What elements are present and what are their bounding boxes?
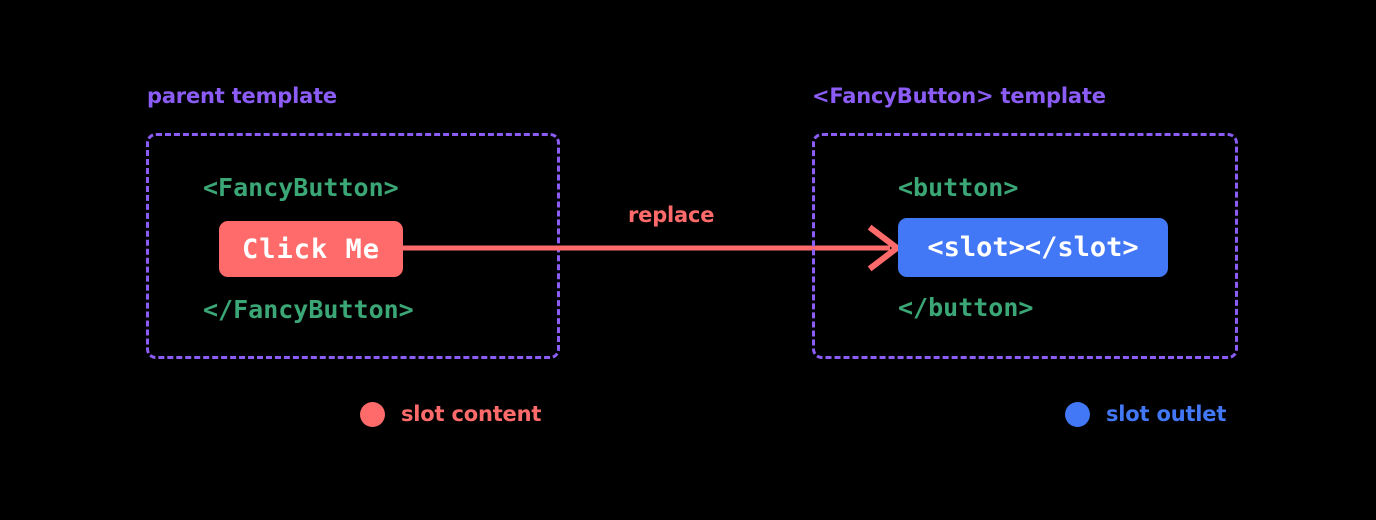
slot-outlet-chip[interactable]: <slot></slot> (898, 218, 1168, 277)
legend-label-slot-content: slot content (401, 402, 542, 426)
fancybutton-open-tag: <FancyButton> (203, 173, 399, 202)
legend-item-slot-content: slot content (360, 402, 541, 427)
replace-arrow-icon (400, 224, 902, 272)
button-close-tag: </button> (898, 293, 1034, 322)
button-open-tag: <button> (898, 173, 1019, 202)
slot-outlet-chip-label: <slot></slot> (927, 232, 1139, 263)
fancybutton-template-box (812, 133, 1238, 359)
fancybutton-template-title: <FancyButton> template (812, 84, 1106, 108)
replace-arrow-label: replace (628, 203, 715, 227)
slot-content-chip-label: Click Me (241, 233, 381, 265)
slot-content-chip[interactable]: Click Me (219, 221, 403, 277)
legend-item-slot-outlet: slot outlet (1065, 402, 1226, 427)
legend-dot-icon-slot-outlet (1065, 402, 1090, 427)
legend-label-slot-outlet: slot outlet (1106, 402, 1227, 426)
legend-dot-icon-slot-content (360, 402, 385, 427)
parent-template-title: parent template (147, 84, 337, 108)
fancybutton-close-tag: </FancyButton> (203, 295, 414, 324)
